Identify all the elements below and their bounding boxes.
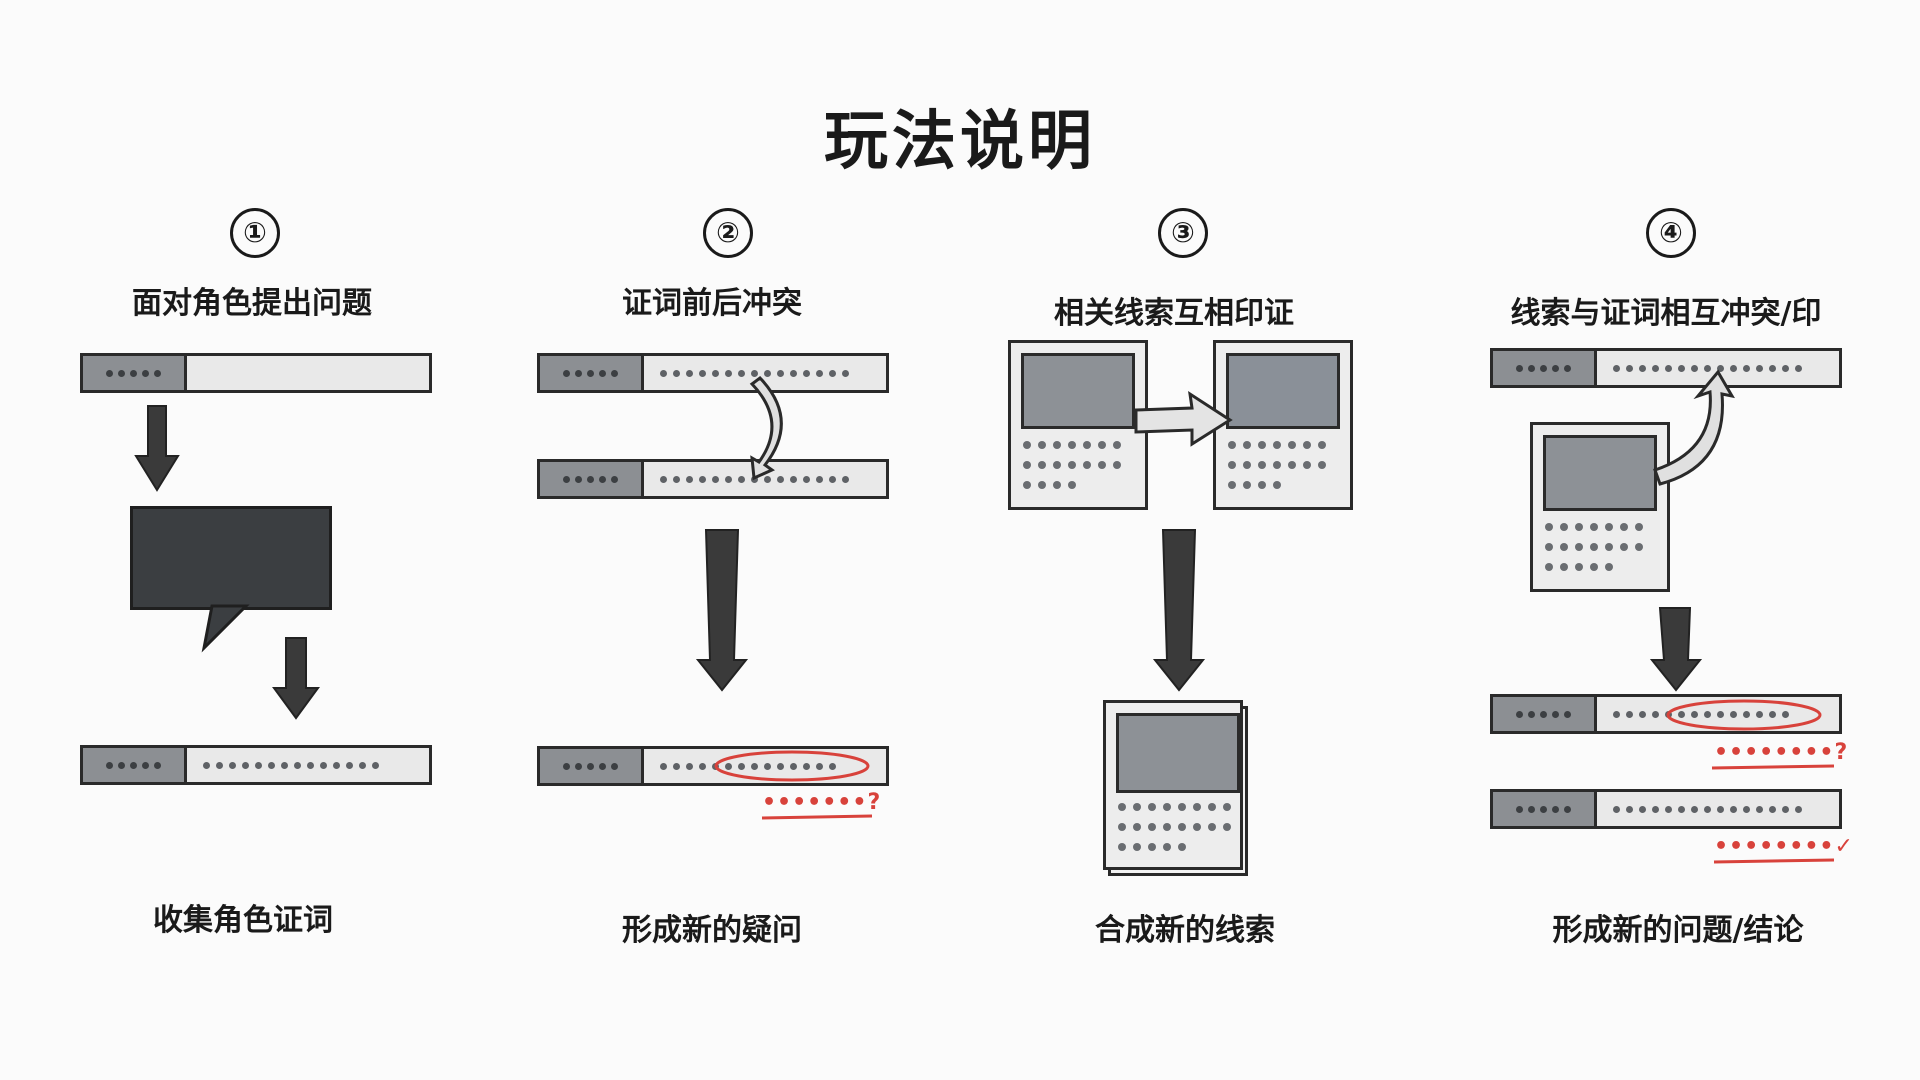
step-3-heading: 相关线索互相印证 [1054,296,1294,331]
underline-mark [761,814,873,820]
arrow-down-icon [1649,607,1703,692]
step-4-clue-card [1530,422,1670,592]
clue-card-merged [1103,700,1243,870]
step-2-new-question-bar [537,746,889,786]
speech-tail-icon [201,604,250,653]
step-2-number: ② [703,208,753,258]
step-2-testimony-bar-a [537,353,889,393]
step-1-question-bar [80,353,432,393]
step-3-number: ③ [1158,208,1208,258]
step-1-number: ① [230,208,280,258]
step-4-check-mark: ••••••••✓ [1714,834,1854,859]
speech-bubble [130,506,332,610]
page-title: 玩法说明 [824,105,1096,179]
step-4-footer: 形成新的问题/结论 [1552,913,1804,948]
step-4-question-mark: ••••••••? [1714,740,1849,765]
underline-mark [1711,764,1835,770]
step-1-testimony-bar [80,745,432,785]
step-4-conclusion-bar [1490,789,1842,829]
step-4-question-bar [1490,694,1842,734]
step-2-question-mark: •••••••? [762,790,882,815]
step-2-footer: 形成新的疑问 [622,913,802,948]
step-2-testimony-bar-b [537,459,889,499]
step-4-testimony-bar [1490,348,1842,388]
step-1-footer: 收集角色证词 [153,903,333,938]
step-3-footer: 合成新的线索 [1095,913,1275,948]
arrow-down-icon [1152,529,1206,692]
arrow-down-icon [272,637,320,720]
step-4-number: ④ [1646,208,1696,258]
step-1-heading: 面对角色提出问题 [132,286,372,321]
arrow-down-icon [695,529,749,692]
arrow-down-icon [134,405,180,492]
clue-card-a [1008,340,1148,510]
step-4-heading: 线索与证词相互冲突/印 [1510,296,1822,331]
step-2-heading: 证词前后冲突 [622,286,802,321]
underline-mark [1713,858,1835,864]
clue-card-b [1213,340,1353,510]
